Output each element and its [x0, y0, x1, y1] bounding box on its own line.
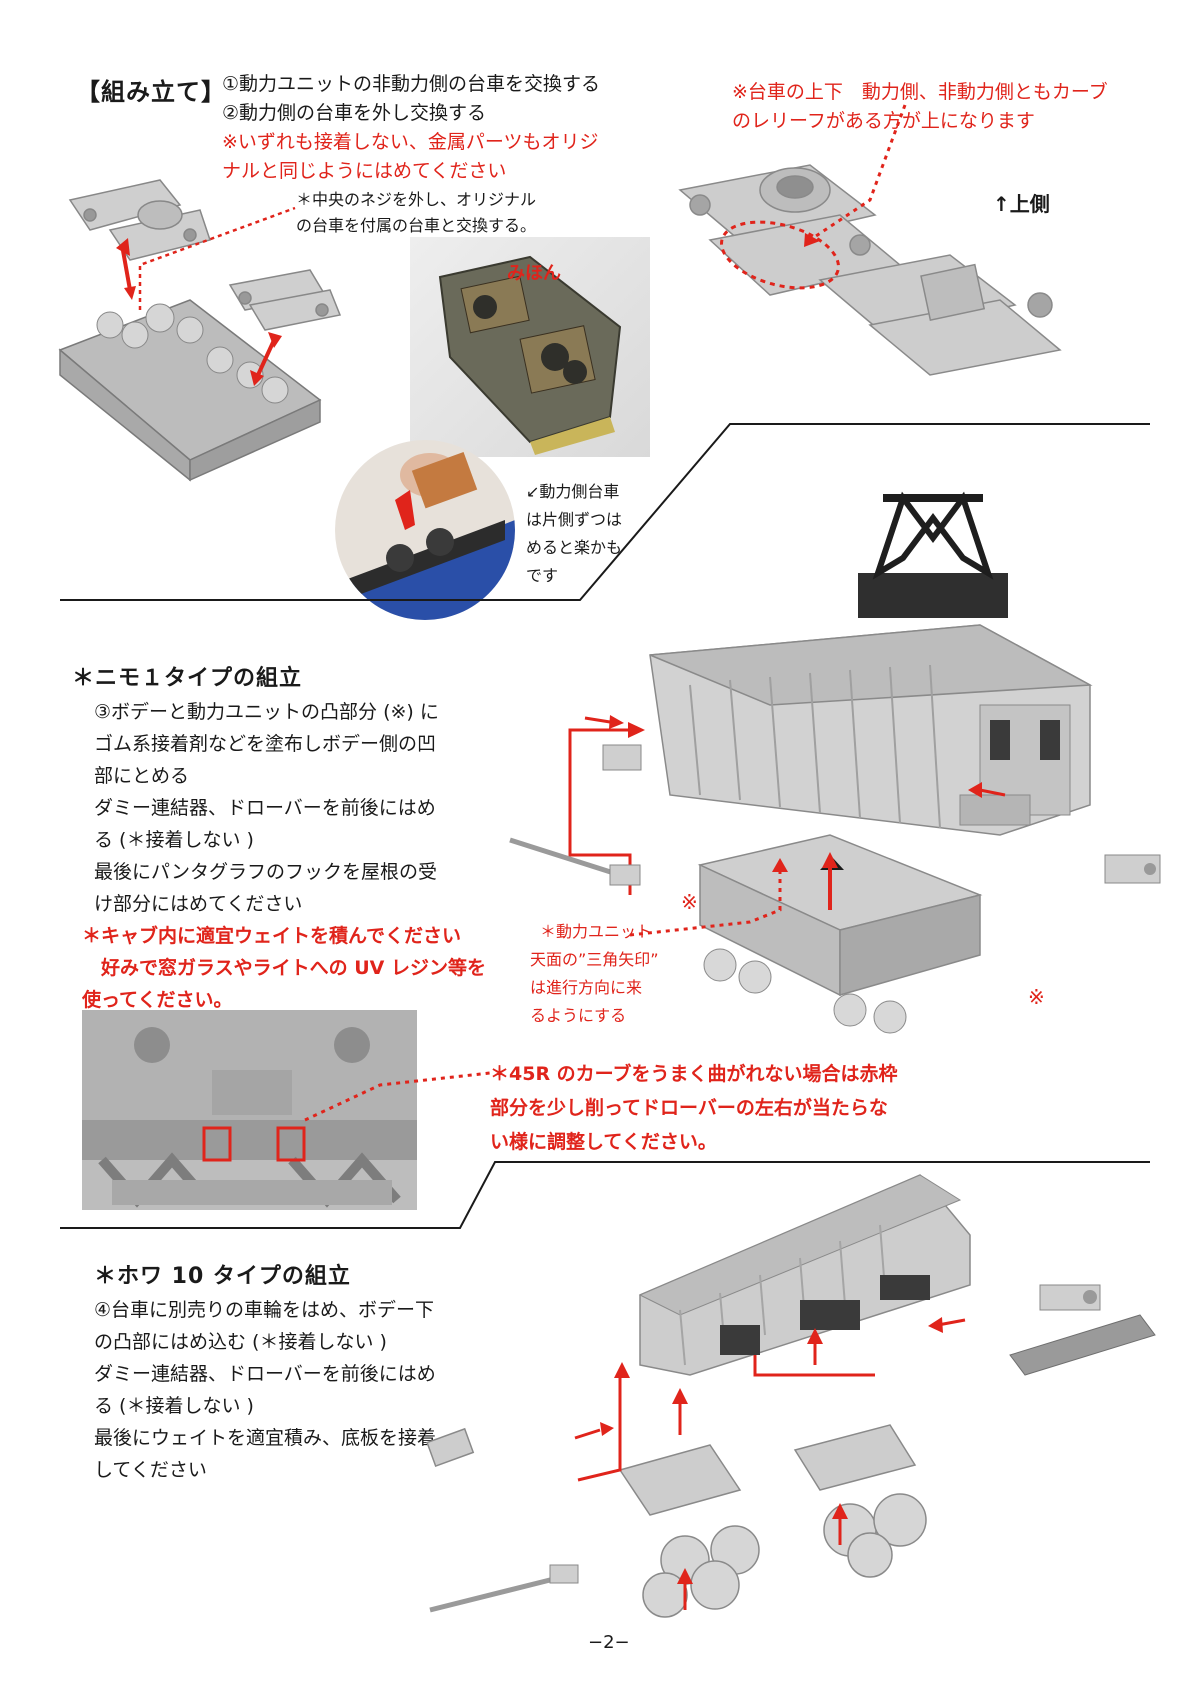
nimo-line-5: る (＊接着しない ): [94, 829, 254, 851]
dummy-coupler-parts: [509, 837, 641, 886]
tip-line-3: めると楽かも: [526, 538, 623, 557]
curve-note-line-2: 部分を少し削ってドローバーの左右が当たらな: [490, 1097, 888, 1119]
convex-mark-2: ※: [1028, 985, 1045, 1009]
tip-line-4: です: [526, 566, 559, 585]
howa-guide-arrows: [574, 1317, 966, 1610]
section-divider-1: [60, 423, 1150, 601]
tip-line-2: は片側ずつは: [526, 510, 623, 529]
powered-bogie: [228, 269, 342, 331]
dummy-coupler-right: [1104, 854, 1161, 884]
curve-note-line-1: ＊45R のカーブをうまく曲がれない場合は赤枠: [490, 1063, 898, 1085]
drive-unit-bogie-illustration: [58, 179, 342, 482]
screw-note-line-2: の台車を付属の台車と交換する。: [296, 216, 537, 235]
howa-line-5: 最後にウェイトを適宜積み、底板を接着: [94, 1427, 437, 1449]
nimo-line-1: ③ボデーと動力ユニットの凸部分 (※) に: [94, 701, 439, 723]
non-powered-bogie: [68, 179, 211, 261]
drive-unit-body: [58, 299, 322, 482]
screw-note-line-1: ＊中央のネジを外し、オリジナル: [296, 190, 537, 209]
convex-mark-1: ※: [681, 890, 698, 914]
howa-line-1: ④台車に別売りの車輪をはめ、ボデー下: [94, 1299, 435, 1321]
tip-line-1: ↙動力側台車: [526, 482, 620, 501]
section-divider-2: [60, 1161, 1150, 1229]
howa-section-title: ＊ホワ 10 タイプの組立: [94, 1264, 351, 1289]
nimo-red-line-3: 使ってください。: [82, 989, 233, 1011]
unit-note-line-4: るようにする: [530, 1006, 627, 1025]
nimo-drive-unit-illustration: [697, 834, 983, 1034]
sample-label: みほん: [507, 263, 561, 284]
powered-bogie-photo: [335, 440, 515, 620]
nimo-line-7: け部分にはめてください: [94, 893, 303, 915]
howa-line-3: ダミー連結器、ドローバーを前後にはめ: [94, 1363, 436, 1385]
pantograph-illustration: [858, 491, 1008, 643]
nimo-red-line-1: ＊キャブ内に適宜ウェイトを積んでください: [82, 925, 462, 947]
howa-line-4: る (＊接着しない ): [94, 1395, 254, 1417]
nimo-section-title: ＊ニモ１タイプの組立: [72, 666, 303, 691]
step-1-text: ①動力ユニットの非動力側の台車を交換する: [222, 73, 601, 95]
nimo-line-6: 最後にパンタグラフのフックを屋根の受: [94, 861, 437, 883]
bogie-orientation-illustration: [678, 104, 1062, 376]
howa-floor-plate: [1009, 1314, 1156, 1376]
howa-bogies-wheels: [426, 1424, 927, 1618]
unit-note-line-2: 天面の”三角矢印”: [530, 950, 659, 969]
howa-line-2: の凸部にはめ込む (＊接着しない ): [94, 1331, 387, 1353]
nimo-line-3: 部にとめる: [94, 765, 190, 787]
curve-note-pointer: [304, 1071, 491, 1122]
unit-note-line-1: ＊動力ユニット: [540, 922, 653, 941]
underside-closeup-photo: [82, 1010, 417, 1210]
nimo-red-line-2: 好みで窓ガラスやライトへの UV レジン等を: [82, 957, 486, 979]
sample-photo: みほん: [410, 237, 650, 457]
dummy-coupler-left: [602, 744, 642, 771]
curve-note-line-3: い様に調整してください。: [490, 1131, 717, 1153]
howa-coupler-right: [1039, 1284, 1101, 1311]
step-2-text: ②動力側の台車を外し交換する: [222, 102, 487, 124]
up-side-label: ↑上側: [993, 192, 1050, 216]
nimo-body-illustration: [649, 624, 1093, 836]
nimo-line-4: ダミー連結器、ドローバーを前後にはめ: [94, 797, 436, 819]
page-number: −2−: [588, 1632, 630, 1653]
unit-note-line-3: は進行方向に来: [530, 978, 643, 997]
nimo-line-2: ゴム系接着剤などを塗布しボデー側の凹: [94, 733, 437, 755]
section-title-assembly: 【組み立て】: [76, 78, 226, 106]
warning-line-1: ※いずれも接着しない、金属パーツもオリジ: [222, 131, 599, 153]
howa-line-6: してください: [94, 1459, 207, 1481]
howa-body-illustration: [638, 1174, 971, 1376]
bogie-orientation-note-2: のレリーフがある方が上になります: [732, 110, 1035, 132]
warning-line-2: ナルと同じようにはめてください: [222, 160, 507, 182]
bogie-orientation-note-1: ※台車の上下 動力側、非動力側ともカーブ: [732, 81, 1108, 103]
